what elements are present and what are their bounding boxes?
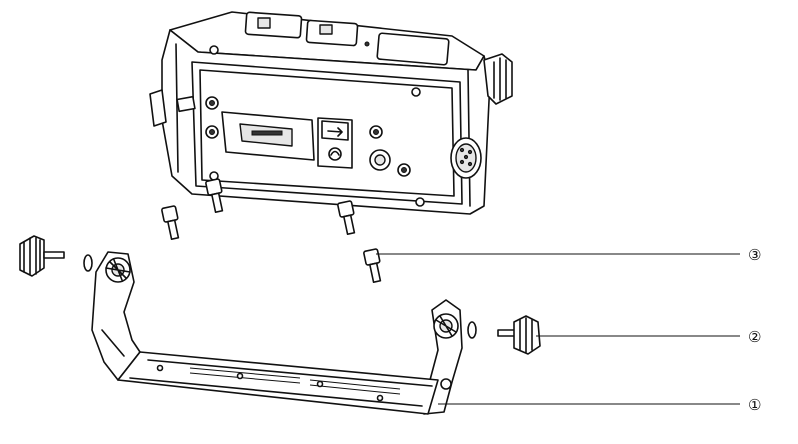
knob-left-shaft <box>43 251 65 259</box>
rear-panel-inner <box>199 69 455 197</box>
mounting-bolts <box>161 178 382 284</box>
radio-unit <box>149 11 513 215</box>
bracket-slot-1 <box>189 367 301 384</box>
bracket-right-hole <box>440 378 452 390</box>
bracket-base-plate <box>117 351 439 415</box>
mounting-bolt-2 <box>161 205 180 241</box>
usb-port-icon <box>321 120 349 141</box>
callout-3: ③ <box>748 246 761 264</box>
headphone-jack-icon <box>328 147 342 161</box>
mounting-bolt-4 <box>363 248 382 284</box>
body-side-stud-left <box>176 95 196 113</box>
top-key-left <box>244 11 303 39</box>
shell-edge-left <box>175 43 179 173</box>
bracket-slot-2 <box>309 379 401 395</box>
mounting-bracket <box>91 251 463 415</box>
body-side-boss-left <box>149 89 167 127</box>
usb-symbol-icon <box>327 127 343 137</box>
rear-antenna-knob <box>483 53 513 105</box>
key-symbol-left <box>257 17 271 29</box>
callout-1: ① <box>748 396 761 414</box>
mounting-knob-left <box>19 235 65 277</box>
top-indicator-dot <box>364 41 370 47</box>
corner-screw-top-left <box>209 45 219 55</box>
mounting-knob-right <box>497 315 541 355</box>
corner-screw-bottom-right <box>415 197 425 207</box>
mounting-bolt-3 <box>337 200 356 236</box>
key-symbol-right <box>319 24 333 35</box>
db-connector-pins <box>251 130 283 136</box>
corner-screw-top-right <box>411 87 421 97</box>
callout-2: ② <box>748 328 761 346</box>
washer-left <box>83 254 93 272</box>
top-label-plate <box>376 32 450 66</box>
bracket-arm-left <box>91 251 141 381</box>
washer-right <box>467 321 477 339</box>
mounting-bolt-1 <box>205 178 224 214</box>
